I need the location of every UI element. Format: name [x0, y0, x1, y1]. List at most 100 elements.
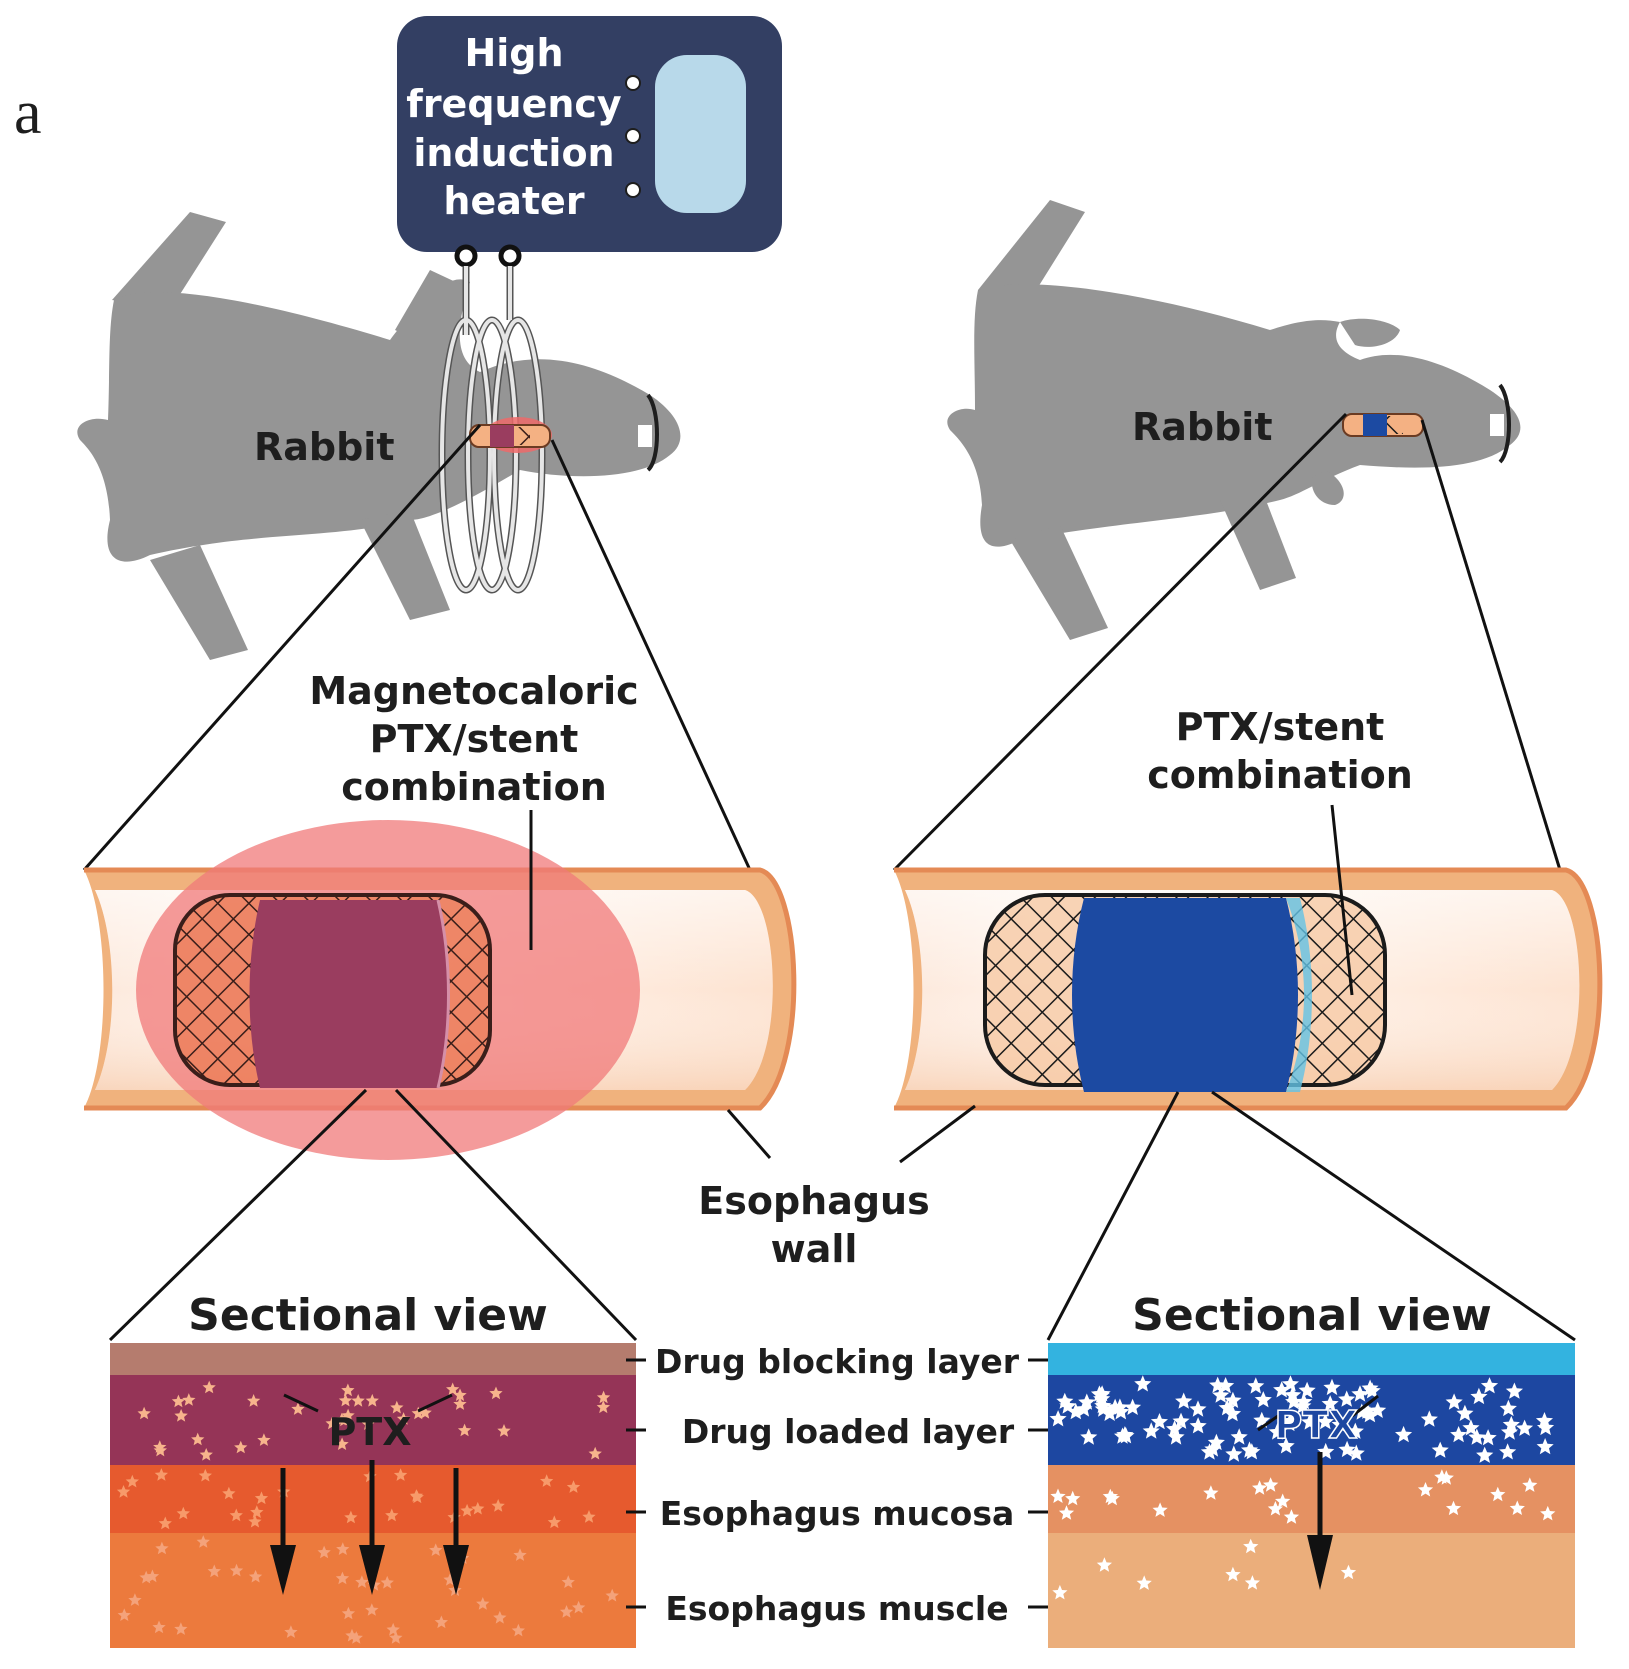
drug-star-icon	[344, 1510, 358, 1524]
heater-label-line-4: heater	[443, 179, 584, 223]
drug-star-icon	[1225, 1445, 1243, 1462]
drug-star-icon	[1090, 1385, 1108, 1402]
drug-star-icon	[1321, 1395, 1339, 1412]
drug-star-icon	[1431, 1441, 1449, 1458]
drug-star-icon	[1346, 1422, 1364, 1439]
drug-star-icon	[174, 1622, 188, 1635]
drug-star-icon	[158, 1516, 172, 1530]
drug-star-icon	[418, 1405, 432, 1419]
drug-star-icon	[1102, 1488, 1118, 1504]
heater-label-line-3: induction	[413, 131, 614, 175]
drug-star-icon	[257, 1433, 271, 1446]
label-esophagus-mucosa: Esophagus mucosa	[660, 1494, 1015, 1533]
zoom-lines-top	[82, 412, 1562, 872]
drug-star-icon	[1065, 1490, 1081, 1506]
drug-star-icon	[1200, 1443, 1218, 1460]
ptx-label-right: PTX	[1274, 1403, 1357, 1447]
drug-star-icon	[1263, 1477, 1279, 1492]
drug-star-icon	[1282, 1412, 1300, 1429]
drug-star-icon	[341, 1408, 355, 1422]
drug-star-icon	[1462, 1419, 1480, 1436]
drug-star-icon	[1252, 1480, 1268, 1495]
drug-star-icon	[561, 1575, 575, 1588]
drug-star-icon	[139, 1570, 153, 1584]
drug-star-icon	[1338, 1390, 1356, 1407]
drug-star-icon	[1445, 1500, 1462, 1516]
drug-star-icon	[222, 1486, 236, 1500]
drug-star-icon	[1331, 1415, 1349, 1433]
drug-star-icon	[1298, 1381, 1316, 1398]
heater-label-line-1: High	[464, 31, 563, 75]
drug-star-icon	[116, 1485, 131, 1498]
drug-star-icon	[1499, 1399, 1517, 1417]
drug-star-icon	[1450, 1426, 1468, 1443]
drug-star-icon	[1189, 1400, 1207, 1417]
drug-star-icon	[588, 1446, 602, 1460]
drug-star-icon	[1052, 1584, 1068, 1600]
esophagus-wall-label-line-2: wall	[771, 1227, 858, 1271]
drug-star-icon	[513, 1548, 527, 1561]
drug-star-icon	[434, 1615, 448, 1629]
drug-star-icon	[1361, 1406, 1379, 1423]
drug-star-icon	[1244, 1575, 1260, 1590]
drug-star-icon	[341, 1383, 355, 1397]
drug-star-icon	[1395, 1425, 1413, 1443]
rabbit-silhouette-icon-left	[77, 212, 681, 660]
zoom-lines-bottom	[108, 1088, 1576, 1342]
drug-star-icon	[284, 1625, 298, 1638]
drug-star-icon	[1490, 1486, 1506, 1502]
diffusion-arrow-icons	[270, 1452, 1333, 1595]
drug-star-icon	[497, 1424, 511, 1437]
drug-star-icon	[1509, 1500, 1525, 1515]
label-drug-loaded-layer: Drug loaded layer	[682, 1412, 1015, 1451]
drug-star-icon	[229, 1508, 243, 1522]
drug-star-icon	[117, 1608, 131, 1621]
drug-star-icon	[128, 1593, 142, 1606]
drug-star-icon	[1516, 1419, 1534, 1436]
section-title-left: Sectional view	[188, 1290, 548, 1341]
drug-star-icon	[457, 1423, 472, 1437]
drug-star-icon	[1243, 1538, 1259, 1554]
drug-star-icon	[1058, 1505, 1075, 1520]
drug-star-icon	[325, 1416, 339, 1430]
drug-star-icon	[1217, 1377, 1235, 1394]
mini-stent-left-icon	[469, 417, 552, 453]
drug-star-icon	[254, 1491, 269, 1505]
stent-mesh-icon-right	[983, 893, 1387, 1092]
drug-star-icon	[1456, 1404, 1474, 1421]
drug-star-icon	[1277, 1437, 1295, 1454]
drug-star-icon	[1203, 1485, 1219, 1500]
ptx-label-left: PTX	[328, 1410, 411, 1454]
drug-star-icon	[137, 1406, 151, 1420]
drug-star-icon	[1225, 1566, 1241, 1582]
drug-star-icon	[250, 1505, 264, 1518]
drug-star-icon	[1285, 1393, 1303, 1410]
drug-star-icon	[335, 1412, 349, 1426]
drug-star-icon	[1049, 1410, 1067, 1427]
drug-star-icon	[1218, 1399, 1236, 1416]
drug-star-icon	[1351, 1385, 1369, 1402]
drug-star-icon	[380, 1575, 394, 1589]
drug-star-icon	[386, 1622, 400, 1636]
drug-star-icon	[389, 1631, 403, 1644]
layer-label-dashes	[626, 1358, 1048, 1609]
drug-star-icon	[1340, 1564, 1357, 1580]
drug-star-icon	[1323, 1378, 1341, 1396]
label-drug-blocking-layer: Drug blocking layer	[655, 1342, 1020, 1381]
drug-star-icon	[1275, 1493, 1291, 1508]
drug-star-icon	[355, 1575, 369, 1588]
drug-star-icon	[491, 1499, 505, 1512]
drug-star-icon	[176, 1506, 190, 1520]
drug-star-icon	[198, 1468, 212, 1482]
stent-label-right-line-2: combination	[1147, 753, 1413, 797]
drug-star-icon	[596, 1390, 611, 1404]
label-esophagus-muscle: Esophagus muscle	[665, 1589, 1008, 1628]
drug-star-icon	[171, 1394, 186, 1408]
rabbit-eye-right	[1490, 383, 1511, 464]
drug-star-icon	[453, 1397, 467, 1410]
drug-star-icon	[1267, 1501, 1283, 1516]
ptx-pointer-lines	[283, 1393, 1379, 1432]
drug-star-icon	[335, 1571, 350, 1585]
drug-star-icon	[317, 1545, 331, 1559]
